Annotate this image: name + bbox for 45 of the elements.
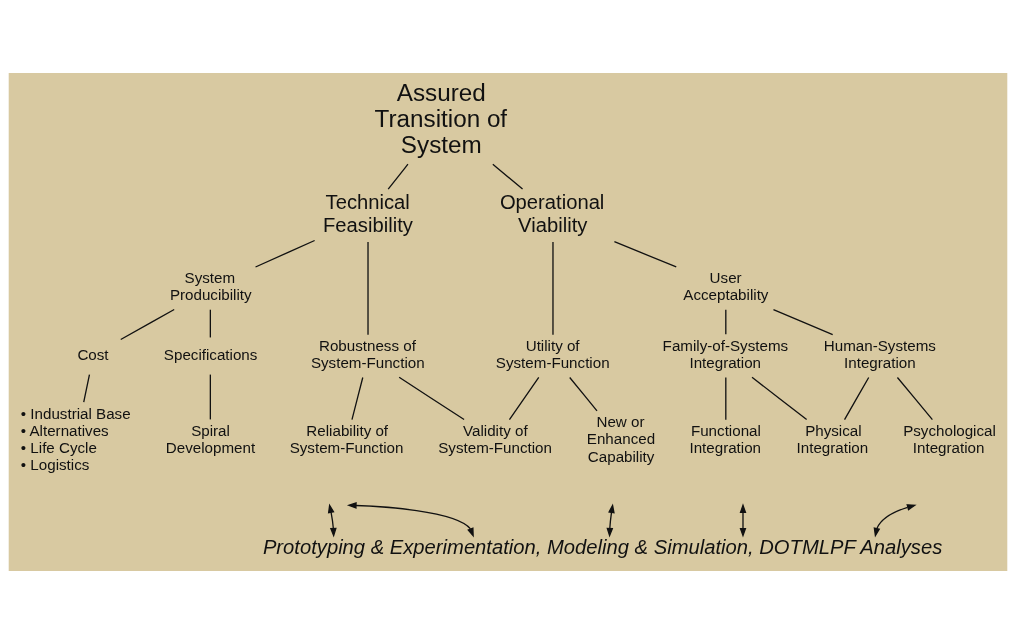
connector [725, 376, 727, 420]
node-text: Utility of System-Function [495, 336, 610, 371]
connector [398, 376, 465, 420]
node-text: System Producibility [169, 268, 252, 303]
node-text: Physical Integration [796, 421, 869, 456]
connector [613, 240, 677, 268]
arrow [873, 503, 917, 538]
node-text: New or Enhanced Capability [586, 412, 656, 465]
connector [725, 308, 727, 335]
node-text: Validity of System-Function [438, 421, 552, 456]
connector [367, 240, 369, 335]
node-text: Assured Transition of System [374, 77, 508, 158]
node-text: Prototyping & Experimentation, Modeling & Simulation, DOTMLPF Analyses [262, 535, 943, 558]
connector [552, 240, 554, 335]
connector [569, 376, 598, 412]
node-text: Robustness of System-Function [310, 336, 425, 371]
connector [896, 376, 934, 420]
node-text: Operational Viability [499, 190, 605, 236]
arrow [739, 502, 747, 538]
node-text: Cost [77, 345, 109, 363]
node-text: Psychological Integration [903, 421, 996, 456]
connector [387, 163, 409, 190]
arrow [327, 502, 337, 538]
node-text: Reliability of System-Function [289, 421, 404, 456]
node-text: Specifications [163, 345, 258, 363]
node-text: Human-Systems Integration [823, 336, 936, 371]
node-text: • Industrial Base • Alternatives • Life Cycle • Logistics [20, 404, 131, 473]
connector [772, 308, 834, 335]
node-text: Spiral Development [165, 421, 256, 456]
arrow [606, 502, 615, 538]
connector [492, 163, 524, 190]
connector [120, 308, 175, 340]
node-text: User Acceptability [683, 268, 769, 303]
connector [843, 376, 870, 420]
node-text: Technical Feasibility [323, 190, 413, 236]
node-text: Functional Integration [689, 421, 762, 456]
arrow [346, 501, 474, 537]
connector [83, 373, 91, 403]
connector [508, 376, 540, 420]
node-text: Family-of-Systems Integration [662, 336, 789, 371]
connector [254, 239, 316, 268]
connector [751, 376, 808, 420]
connector [351, 376, 364, 420]
connector [209, 373, 211, 420]
connector [209, 308, 211, 338]
